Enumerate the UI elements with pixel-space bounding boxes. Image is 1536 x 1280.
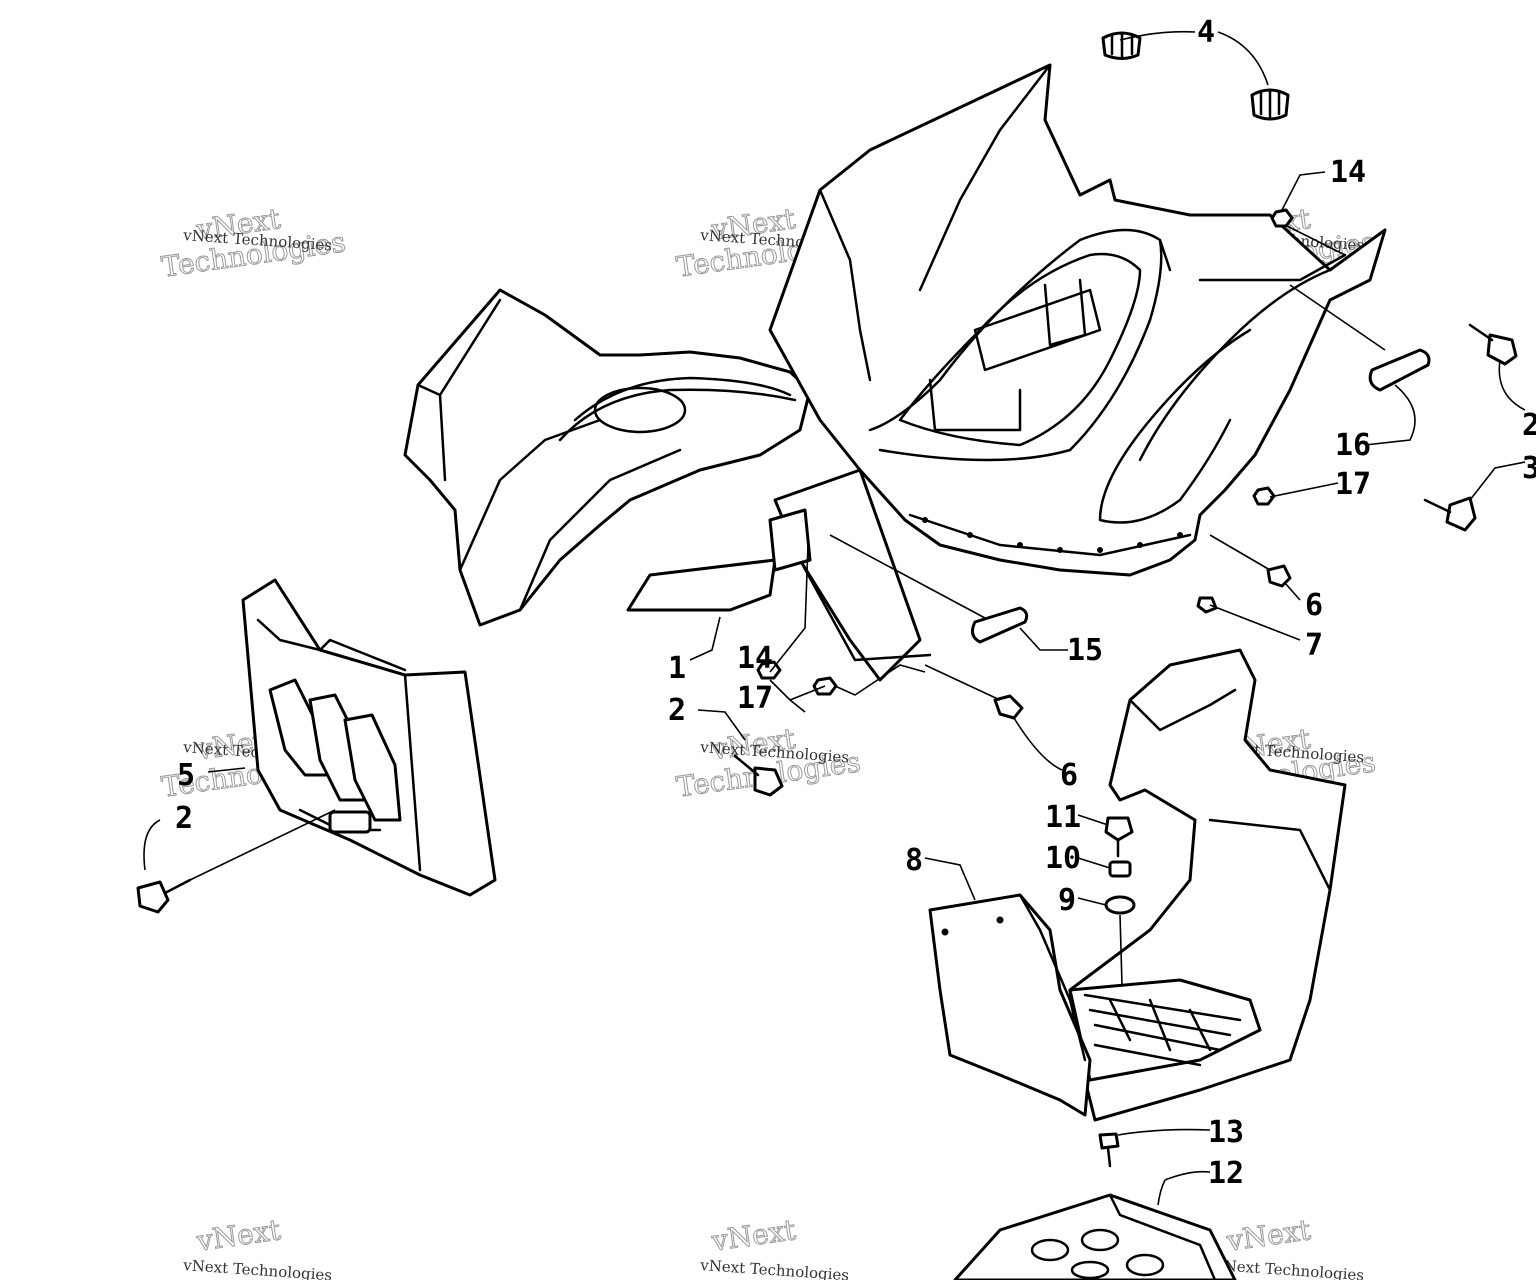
callout-2: 2: [175, 801, 193, 836]
footrest-plate: [953, 1193, 1237, 1280]
callout-13: 13: [1208, 1115, 1244, 1150]
watermark-big-top: vNext: [1224, 1213, 1313, 1258]
callout-17: 17: [1335, 467, 1371, 502]
footrest-assembly: [928, 648, 1347, 1122]
callout-4: 4: [1197, 15, 1215, 50]
callout-17: 17: [737, 681, 773, 716]
leader-lines: [143, 30, 1526, 1206]
callout-2: 2: [668, 693, 686, 728]
watermark-small: vNext Technologies: [182, 1256, 333, 1280]
callout-5: 5: [177, 758, 195, 793]
callout-14: 14: [1330, 155, 1366, 190]
watermark-big-top: vNext: [194, 1213, 283, 1258]
front-panel: [241, 578, 497, 897]
watermark-small: vNext Technologies: [699, 1256, 850, 1280]
watermark-8: vNext: [708, 1213, 798, 1259]
watermark-7: vNext: [193, 1213, 283, 1259]
callout-8: 8: [905, 843, 923, 878]
callout-14: 14: [737, 641, 773, 676]
bumper-grommets: [1101, 31, 1290, 121]
hardware: [136, 208, 1518, 1168]
callout-7: 7: [1305, 628, 1323, 663]
watermark-9: vNext: [1223, 1213, 1313, 1259]
callout-15: 15: [1067, 633, 1103, 668]
callouts: 1 2 2 2 3 4 5 6 6 7 8 9 10 11 12 13 14 1…: [175, 15, 1536, 1191]
callout-10: 10: [1045, 841, 1081, 876]
body-panel: [403, 63, 1387, 682]
callout-9: 9: [1058, 883, 1076, 918]
watermark-big-top: vNext: [709, 1213, 798, 1258]
callout-12: 12: [1208, 1156, 1244, 1191]
callout-3: 3: [1522, 451, 1536, 486]
callout-1: 1: [668, 651, 686, 686]
watermark-small: vNext Technologies: [1214, 1256, 1365, 1280]
callout-11: 11: [1045, 800, 1081, 835]
callout-16: 16: [1335, 428, 1371, 463]
callout-6: 6: [1305, 588, 1323, 623]
callout-6: 6: [1060, 758, 1078, 793]
callout-2: 2: [1522, 408, 1536, 443]
